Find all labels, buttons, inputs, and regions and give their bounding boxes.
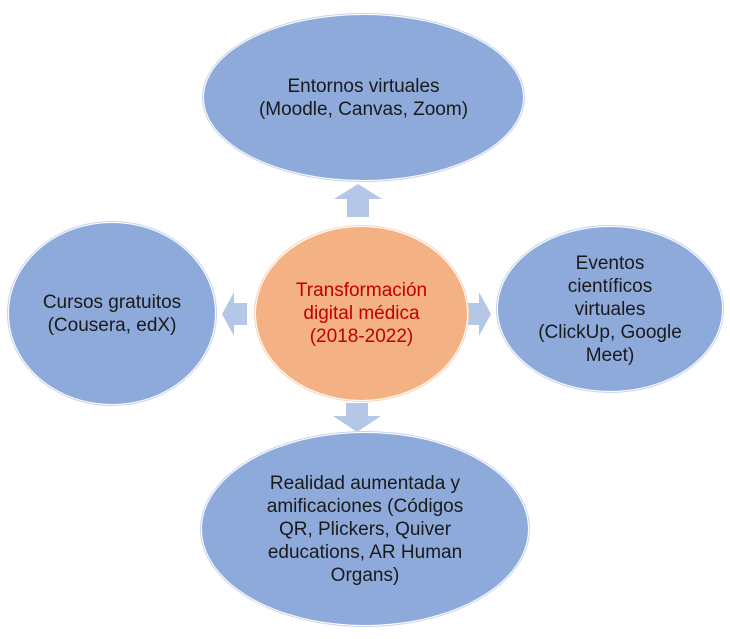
- node-label-line: Cursos gratuitos: [42, 291, 182, 313]
- arrow-left-icon: [222, 292, 247, 336]
- node-label: Realidad aumentada y amificaciones (Códi…: [245, 472, 485, 587]
- arrow-right-icon: [467, 292, 491, 336]
- node-label-line: QR, Plickers, Quiver: [278, 518, 452, 540]
- arrow-down-icon: [333, 403, 381, 432]
- node-label: Entornos virtuales (Moodle, Canvas, Zoom…: [239, 75, 489, 121]
- node-label-line: (ClickUp, Google: [538, 321, 682, 343]
- node-cursos-gratuitos: Cursos gratuitos (Cousera, edX): [8, 222, 216, 405]
- node-label-line: Realidad aumentada y: [269, 472, 461, 494]
- center-label-line: (2018-2022): [309, 326, 414, 347]
- node-label-line: Meet): [585, 344, 635, 366]
- arrow-up-icon: [334, 184, 382, 217]
- node-label-line: (Moodle, Canvas, Zoom): [258, 98, 469, 120]
- node-entornos-virtuales: Entornos virtuales (Moodle, Canvas, Zoom…: [203, 14, 524, 181]
- node-label-line: educations, AR Human: [267, 541, 463, 563]
- node-label: Cursos gratuitos (Cousera, edX): [32, 291, 192, 337]
- center-label-line: digital médica: [303, 303, 420, 324]
- node-label-line: científicos: [567, 275, 653, 297]
- node-label-line: Organs): [330, 564, 400, 586]
- node-label-line: Entornos virtuales: [287, 75, 440, 97]
- center-label-line: Transformación: [295, 280, 428, 301]
- node-center-transformacion: Transformación digital médica (2018-2022…: [255, 226, 468, 401]
- node-label-line: virtuales: [574, 298, 646, 320]
- center-label: Transformación digital médica (2018-2022…: [277, 279, 447, 348]
- node-label-line: (Cousera, edX): [47, 314, 177, 336]
- node-label-line: Eventos: [575, 252, 645, 274]
- node-eventos-cientificos: Eventos científicos virtuales (ClickUp, …: [497, 226, 723, 392]
- node-label-line: amificaciones (Códigos: [266, 495, 464, 517]
- node-label: Eventos científicos virtuales (ClickUp, …: [525, 252, 695, 367]
- node-realidad-aumentada: Realidad aumentada y amificaciones (Códi…: [201, 432, 529, 626]
